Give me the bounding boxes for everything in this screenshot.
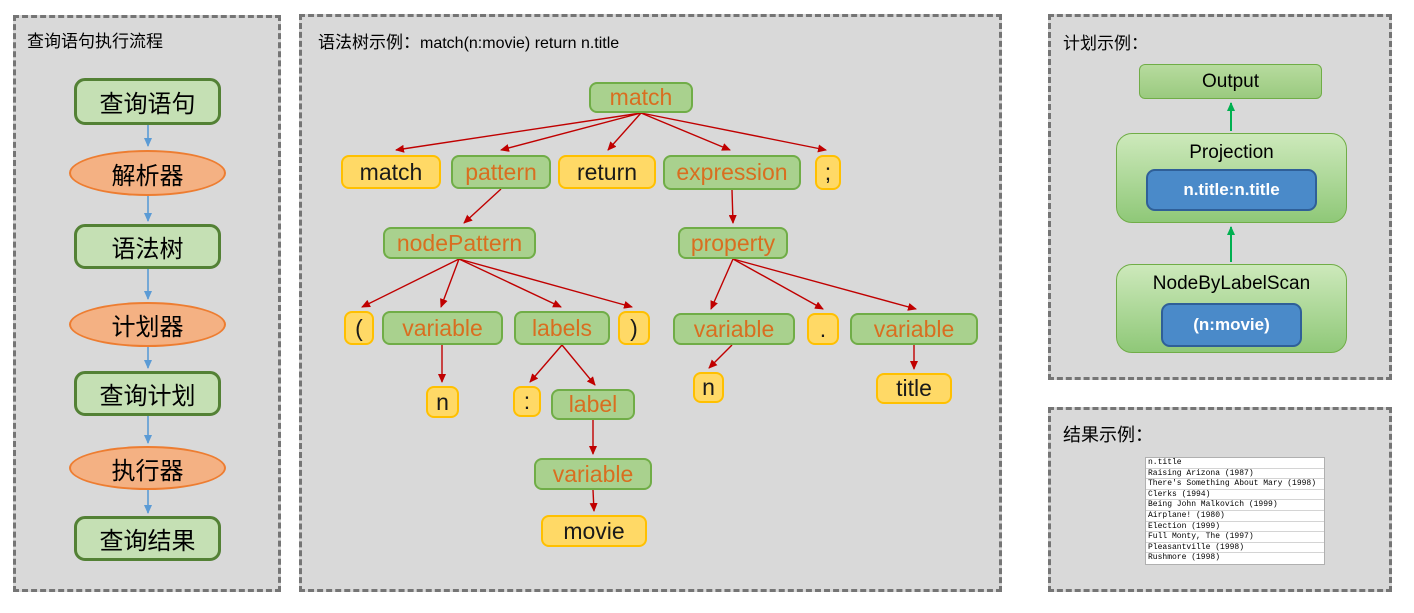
flow-step-query-plan: 查询计划	[74, 371, 221, 416]
plan-projection-label: Projection	[1189, 142, 1274, 163]
tree-node-rparen: )	[618, 311, 650, 345]
tree-node-variable-2: variable	[534, 458, 652, 490]
tree-node-property: property	[678, 227, 788, 259]
tree-node-match-root: match	[589, 82, 693, 113]
syntax-tree-title-label: 语法树示例：	[318, 33, 420, 52]
tree-node-expression: expression	[663, 155, 801, 190]
plan-scan-expression: (n:movie)	[1161, 303, 1302, 347]
flow-step-planner: 计划器	[69, 302, 226, 347]
result-row: Full Monty, The (1997)	[1146, 532, 1324, 543]
tree-node-label: label	[551, 389, 635, 420]
flow-step-parser: 解析器	[69, 150, 226, 196]
syntax-tree-title-query: match(n:movie) return n.title	[420, 35, 620, 52]
plan-node-output: Output	[1139, 64, 1322, 99]
panel-plan: 计划示例： Output Projection n.title:n.title …	[1048, 14, 1392, 380]
tree-node-labels: labels	[514, 311, 610, 345]
flow-step-syntax-tree: 语法树	[74, 224, 221, 269]
result-row: Clerks (1994)	[1146, 490, 1324, 501]
panel-result-title: 结果示例：	[1063, 425, 1153, 445]
panel-result: 结果示例： n.title Raising Arizona (1987) The…	[1048, 407, 1392, 592]
result-row: Raising Arizona (1987)	[1146, 469, 1324, 480]
tree-node-nodepattern: nodePattern	[383, 227, 536, 259]
panel-syntax-tree-title: 语法树示例：match(n:movie) return n.title	[318, 28, 619, 53]
panel-syntax-tree: 语法树示例：match(n:movie) return n.title	[299, 14, 1002, 592]
plan-projection-expression: n.title:n.title	[1146, 169, 1317, 211]
result-table: n.title Raising Arizona (1987) There's S…	[1145, 457, 1325, 565]
result-row: Being John Malkovich (1999)	[1146, 500, 1324, 511]
tree-node-return-keyword: return	[558, 155, 656, 189]
flow-step-query-statement: 查询语句	[74, 78, 221, 125]
result-row: Airplane! (1980)	[1146, 511, 1324, 522]
flow-step-executor: 执行器	[69, 446, 226, 490]
tree-node-title: title	[876, 373, 952, 404]
tree-node-movie: movie	[541, 515, 647, 547]
tree-node-variable-1: variable	[382, 311, 503, 345]
result-row: Rushmore (1998)	[1148, 553, 1221, 563]
panel-query-flow-title: 查询语句执行流程	[27, 32, 163, 51]
tree-node-colon: :	[513, 386, 541, 417]
result-row: Election (1999)	[1146, 522, 1324, 533]
tree-node-semicolon: ;	[815, 155, 841, 190]
tree-node-variable-3: variable	[673, 313, 795, 345]
plan-scan-label: NodeByLabelScan	[1152, 273, 1311, 294]
tree-node-n-1: n	[426, 386, 459, 418]
tree-node-lparen: (	[344, 311, 374, 345]
tree-node-n-2: n	[693, 372, 724, 403]
panel-query-flow: 查询语句执行流程 查询语句 解析器 语法树 计划器 查询计划 执行器 查询结果	[13, 15, 281, 592]
flow-step-query-result: 查询结果	[74, 516, 221, 561]
result-row: Pleasantville (1998)	[1146, 543, 1324, 554]
tree-node-match-keyword: match	[341, 155, 441, 189]
panel-plan-title: 计划示例：	[1063, 34, 1148, 53]
result-row: There's Something About Mary (1998)	[1146, 479, 1324, 490]
result-header-row: n.title	[1146, 458, 1324, 469]
tree-node-variable-4: variable	[850, 313, 978, 345]
tree-node-pattern: pattern	[451, 155, 551, 189]
tree-node-dot: .	[807, 313, 839, 345]
